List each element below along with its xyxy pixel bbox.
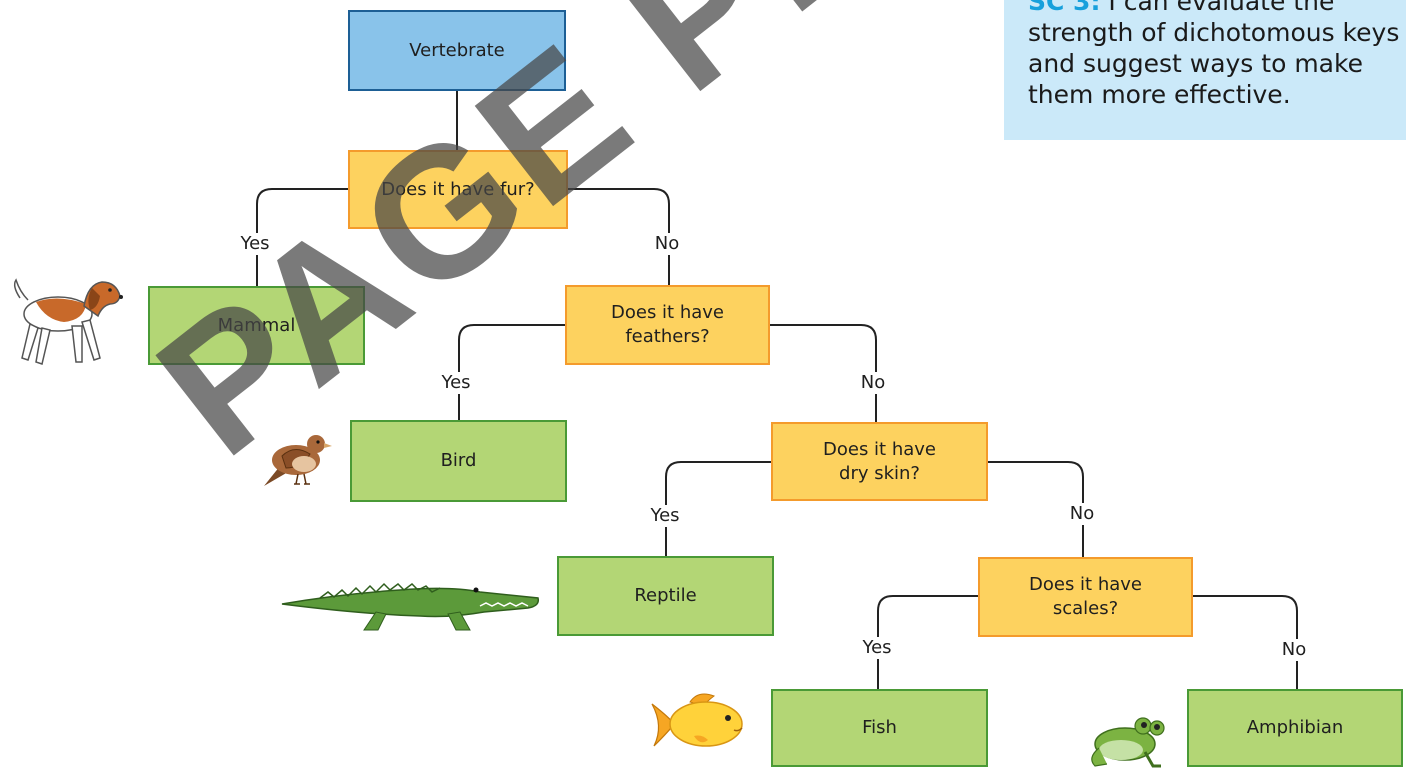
feathers-yes-label: Yes: [438, 372, 474, 394]
scales-no-label: No: [1278, 639, 1310, 661]
frog-image: [1091, 717, 1165, 768]
connector-feathers-no: [770, 324, 877, 422]
connector-fur-yes: [256, 188, 348, 286]
fur-question-node: Does it have fur?: [348, 150, 568, 229]
fish-node: Fish: [771, 689, 988, 767]
amphibian-node: Amphibian: [1187, 689, 1403, 767]
bird-image: [264, 435, 332, 486]
bird-node: Bird: [350, 420, 567, 502]
feathers-no-label: No: [857, 372, 889, 394]
dry-skin-no-label: No: [1066, 503, 1098, 525]
connector-feathers-yes: [458, 324, 565, 420]
scales-yes-label: Yes: [859, 637, 895, 659]
dry-skin-question-node: Does it have dry skin?: [771, 422, 988, 501]
scales-question-node: Does it have scales?: [978, 557, 1193, 637]
fur-no-label: No: [651, 233, 683, 255]
reptile-node: Reptile: [557, 556, 774, 636]
crocodile-image: [281, 582, 540, 631]
connector-dryskin-no: [988, 461, 1084, 557]
connector-dryskin-yes: [665, 461, 771, 556]
fish-image: [651, 693, 743, 747]
dry-skin-yes-label: Yes: [647, 505, 683, 527]
success-criteria-code: SC 3:: [1028, 0, 1101, 16]
feathers-question-node: Does it have feathers?: [565, 285, 770, 365]
connector-scales-yes: [877, 595, 978, 689]
success-criteria-box: SC 3: I can evaluate the strength of dic…: [1004, 0, 1406, 140]
success-criteria-statement: I can evaluate the strength of dichotomo…: [1028, 0, 1400, 109]
mammal-node: Mammal: [148, 286, 365, 365]
fur-yes-label: Yes: [237, 233, 273, 255]
connector-scales-no: [1193, 595, 1298, 689]
connector-fur-no: [568, 188, 670, 285]
dog-image: [13, 278, 123, 365]
vertebrate-node: Vertebrate: [348, 10, 566, 91]
success-criteria-text: SC 3: I can evaluate the strength of dic…: [1028, 0, 1400, 110]
